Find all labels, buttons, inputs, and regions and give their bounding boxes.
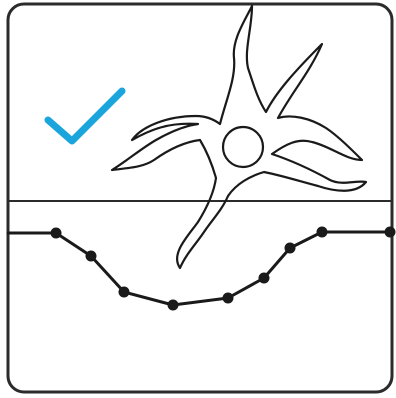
trace-dot	[385, 227, 396, 238]
trace-dot	[259, 273, 270, 284]
checkmark-icon	[48, 91, 122, 141]
trace-dot	[317, 227, 328, 238]
trace-dot	[51, 228, 62, 239]
trace-dot	[223, 293, 234, 304]
card-frame	[8, 4, 392, 392]
trace-dot	[168, 300, 179, 311]
cell-nucleus	[223, 127, 263, 167]
neuron-cell-icon	[112, 6, 366, 268]
trace-dot	[285, 243, 296, 254]
trace-line	[8, 232, 392, 305]
trace-dot	[119, 287, 130, 298]
cell-membrane	[112, 6, 366, 268]
trace-dot	[86, 251, 97, 262]
